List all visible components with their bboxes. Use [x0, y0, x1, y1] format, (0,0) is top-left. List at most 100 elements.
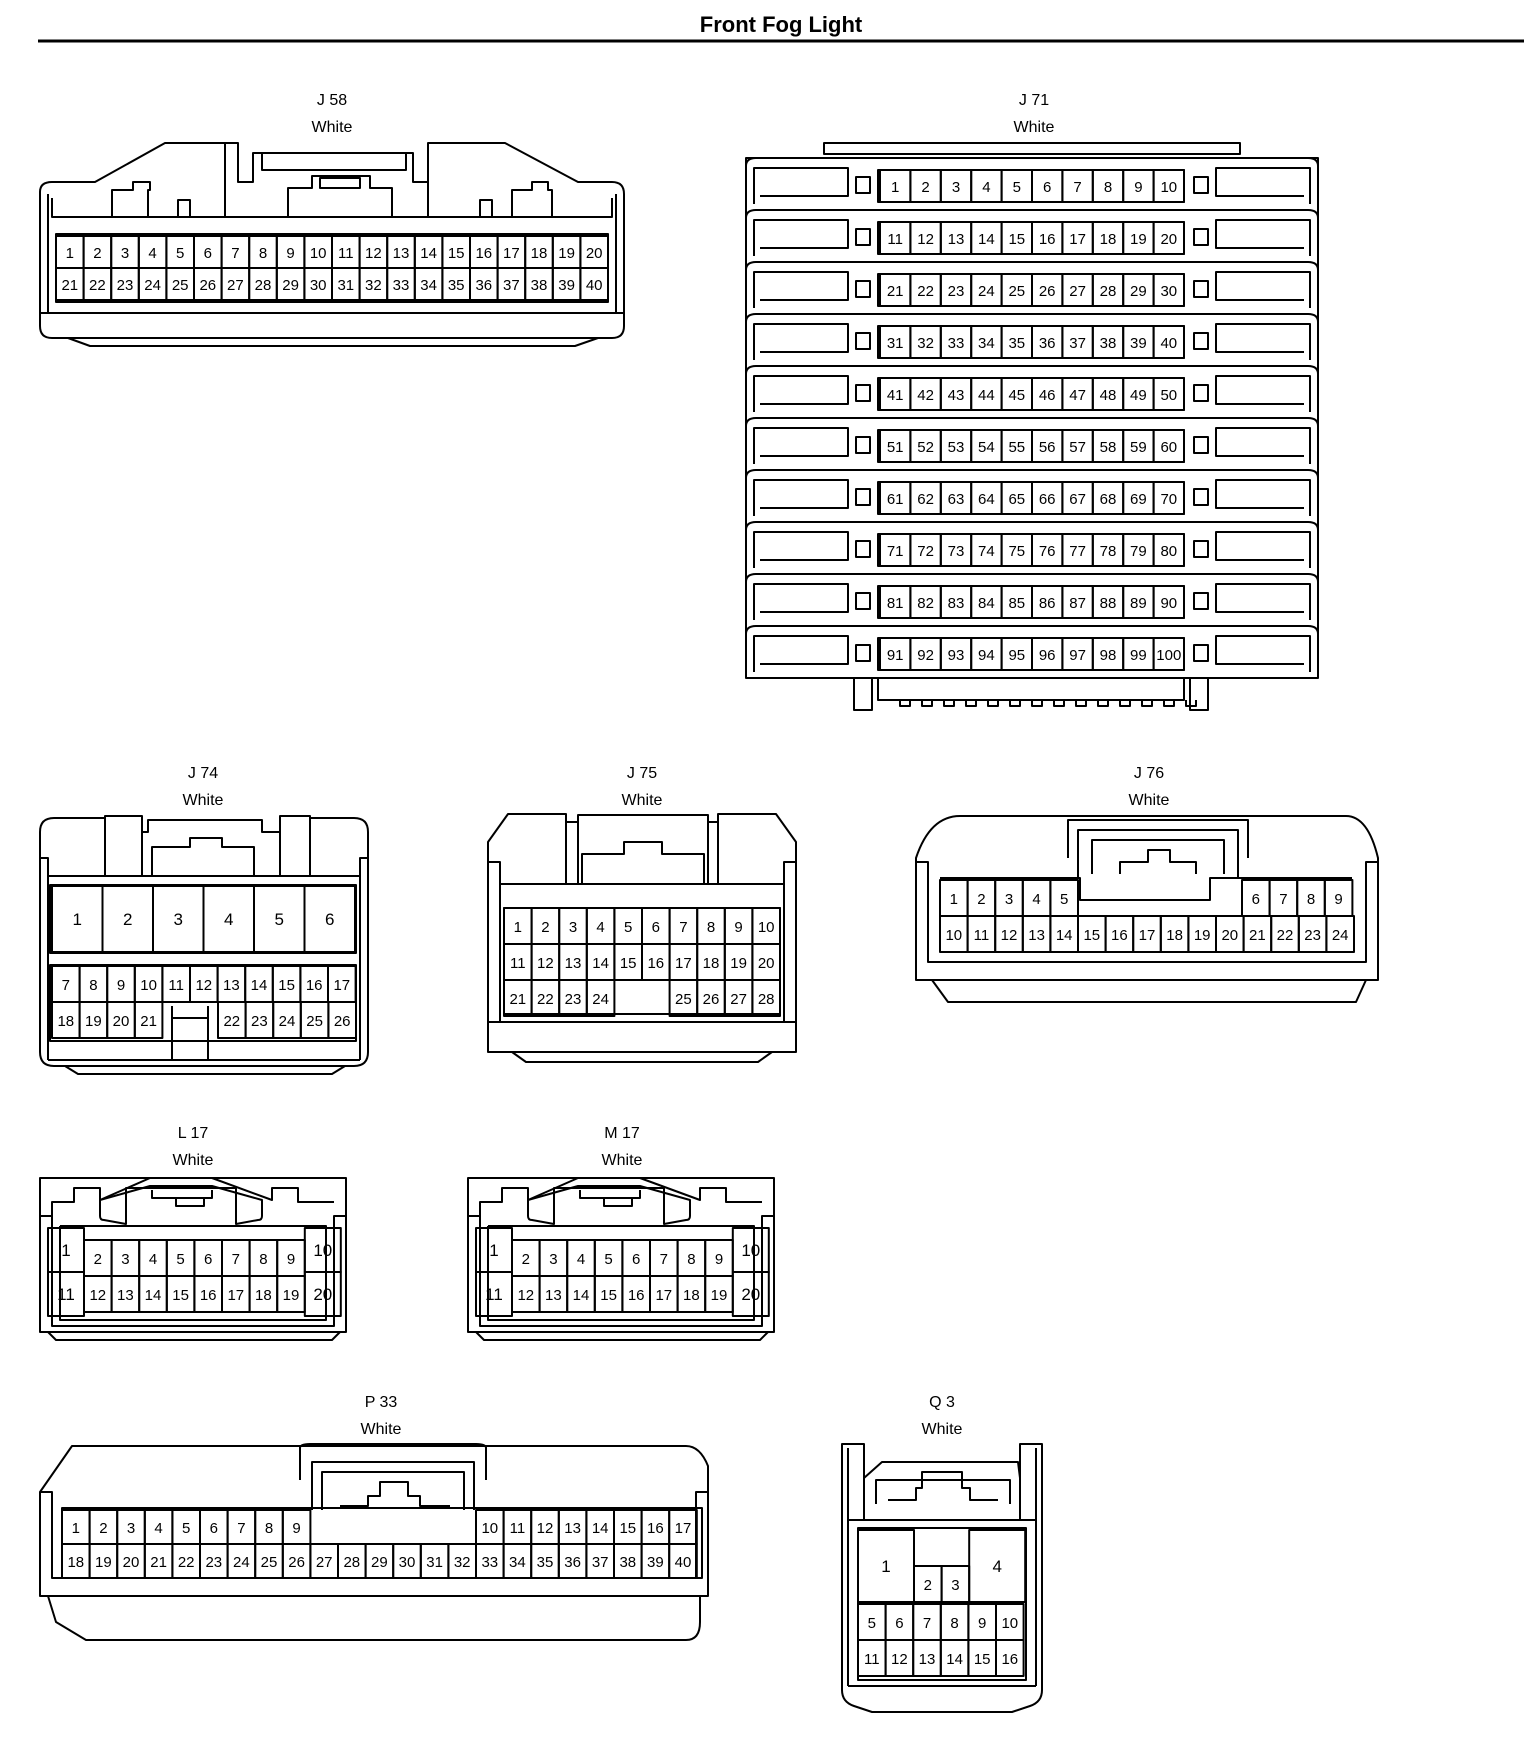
pin-j58-15: 15: [441, 235, 471, 269]
pin-number: 5: [176, 1251, 184, 1268]
pin-number: 18: [255, 1287, 272, 1304]
pin-j76-5: 5: [1049, 879, 1080, 917]
pin-number: 14: [573, 1287, 590, 1304]
pin-j58-40: 40: [579, 267, 610, 301]
pin-j71-64: 64: [970, 481, 1003, 515]
pin-number: 6: [1252, 891, 1260, 908]
pin-number: 38: [1100, 335, 1117, 352]
pin-j71-69: 69: [1122, 481, 1155, 515]
pin-l17-6: 6: [193, 1239, 223, 1277]
pin-j75-27: 27: [723, 979, 754, 1017]
pin-number: 7: [679, 919, 687, 936]
pin-cell: [668, 1543, 698, 1579]
pin-cell: [1152, 481, 1185, 515]
pin-number: 26: [703, 991, 720, 1008]
pin-number: 20: [1160, 231, 1177, 248]
pin-j71-82: 82: [909, 585, 942, 619]
pin-j58-19: 19: [551, 235, 582, 269]
pin-j76-12: 12: [994, 915, 1024, 953]
pin-number: 27: [227, 277, 244, 294]
pin-j71-66: 66: [1031, 481, 1064, 515]
pin-j75-24: 24: [585, 979, 616, 1017]
pin-number: 20: [586, 245, 603, 262]
pin-number: 30: [399, 1554, 416, 1571]
pin-number: 29: [1130, 283, 1147, 300]
pin-number: 12: [917, 231, 934, 248]
pin-number: 8: [265, 1520, 273, 1537]
pin-l17-12: 12: [83, 1275, 113, 1313]
pin-number: 5: [176, 245, 184, 262]
pin-number: 21: [887, 283, 904, 300]
pin-l17-11: 11: [47, 1271, 85, 1317]
pin-cell: [995, 1639, 1025, 1677]
pin-j75-23: 23: [558, 979, 588, 1017]
pin-number: 16: [1001, 1651, 1018, 1668]
pin-number: 96: [1039, 647, 1056, 664]
pin-number: 32: [454, 1554, 471, 1571]
pin-m17-12: 12: [511, 1275, 541, 1313]
pin-j71-22: 22: [909, 273, 942, 307]
pin-number: 93: [948, 647, 965, 664]
pin-j58-16: 16: [469, 235, 499, 269]
pin-number: 13: [393, 245, 410, 262]
pin-number: 10: [481, 1520, 498, 1537]
pin-number: 7: [237, 1520, 245, 1537]
pin-number: 3: [549, 1251, 557, 1268]
pin-j74-19: 19: [78, 1001, 109, 1039]
pin-number: 36: [475, 277, 492, 294]
pin-number: 1: [489, 1241, 498, 1260]
pin-number: 22: [1277, 927, 1294, 944]
pin-number: 74: [978, 543, 995, 560]
pin-cell: [579, 267, 610, 301]
pin-j58-39: 39: [551, 267, 582, 301]
pin-p33-34: 34: [502, 1543, 533, 1579]
pin-j58-1: 1: [55, 235, 85, 269]
pin-p33-13: 13: [557, 1509, 588, 1545]
pin-j58-10: 10: [303, 235, 333, 269]
pin-number: 2: [94, 1251, 102, 1268]
pin-number: 16: [628, 1287, 645, 1304]
pin-number: 10: [741, 1241, 760, 1260]
pin-cell: [1152, 273, 1185, 307]
pin-j74-3: 3: [152, 885, 205, 953]
pin-m17-8: 8: [676, 1239, 707, 1277]
pin-number: 52: [917, 439, 934, 456]
pin-number: 23: [565, 991, 582, 1008]
pin-number: 14: [946, 1651, 963, 1668]
pin-number: 34: [420, 277, 437, 294]
pin-number: 12: [195, 977, 212, 994]
pin-j76-19: 19: [1187, 915, 1218, 953]
connector-color-p33: White: [361, 1421, 402, 1438]
pin-j75-21: 21: [503, 979, 533, 1017]
pin-number: 86: [1039, 595, 1056, 612]
pin-q3-10: 10: [995, 1603, 1025, 1641]
pin-number: 8: [1104, 179, 1112, 196]
pin-number: 17: [675, 955, 692, 972]
connector-color-j71: White: [1014, 119, 1055, 136]
pin-number: 43: [948, 387, 965, 404]
pin-j71-54: 54: [970, 429, 1003, 463]
pin-j74-10: 10: [133, 965, 164, 1003]
pin-j75-10: 10: [751, 907, 782, 945]
pin-m17-15: 15: [593, 1275, 624, 1313]
pin-number: 38: [531, 277, 548, 294]
pin-number: 21: [509, 991, 526, 1008]
connector-color-q3: White: [922, 1421, 963, 1438]
pin-m17-18: 18: [676, 1275, 707, 1313]
pin-number: 13: [565, 955, 582, 972]
pin-number: 11: [168, 977, 184, 994]
pin-j74-22: 22: [217, 1001, 247, 1039]
pin-number: 49: [1130, 387, 1147, 404]
pin-number: 40: [1160, 335, 1177, 352]
pin-number: 28: [255, 277, 272, 294]
pin-j76-11: 11: [966, 915, 997, 953]
connector-color-j76: White: [1129, 792, 1170, 809]
pin-j76-13: 13: [1021, 915, 1052, 953]
pin-number: 17: [675, 1520, 692, 1537]
pin-cell: [303, 885, 356, 953]
pin-cell: [1152, 429, 1185, 463]
pin-number: 5: [275, 910, 284, 929]
pin-j76-7: 7: [1268, 879, 1299, 917]
